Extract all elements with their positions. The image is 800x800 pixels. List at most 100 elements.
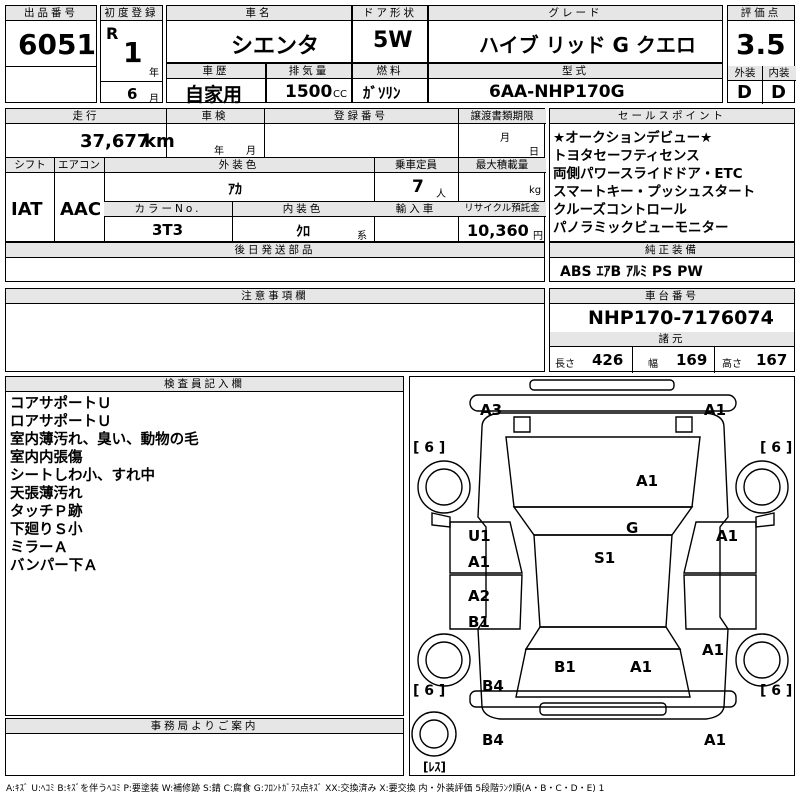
inspection-month-unit: 月: [246, 146, 256, 157]
first-reg-box: 初度登録 R 1 年 6 月: [100, 5, 163, 105]
fuel-label: 燃料: [353, 64, 427, 79]
sales-point: ★オークションデビュー★: [553, 130, 713, 146]
recycle-unit: 円: [533, 231, 543, 242]
first-reg-year-unit: 年: [149, 68, 159, 79]
model-label: 型式: [429, 64, 722, 79]
damage-mark: B4: [482, 731, 504, 749]
later-parts-label: 後日発送部品: [6, 243, 544, 258]
damage-mark: G: [626, 519, 639, 537]
damage-legend: A:ｷｽﾞ U:ﾍｺﾐ B:ｷｽﾞを伴うﾍｺﾐ P:要塗装 W:補修跡 S:錆 …: [6, 784, 605, 794]
transfer-label: 譲渡書類期限: [458, 109, 546, 124]
damage-mark: A1: [636, 472, 659, 490]
displacement-label: 排気量: [267, 64, 351, 79]
max-load-unit: kg: [529, 185, 542, 196]
shift-value: IAT: [11, 199, 43, 220]
int-color-label: 内装色: [232, 202, 374, 217]
inspector-line: コアサポートＵ: [10, 396, 112, 412]
displacement-box: 排気量 1500 CC: [266, 63, 352, 103]
int-color-value: ｸﾛ: [296, 224, 310, 240]
car-outline: [411, 379, 789, 757]
history-label: 車歴: [167, 64, 265, 79]
doors-value: 5W: [373, 28, 413, 53]
length-value: 426: [592, 351, 624, 369]
grade-value: ハイブ リッド G クエロ: [479, 33, 696, 57]
color-no-label: カラーNo.: [104, 202, 232, 217]
score-box: 評価点 3.5 外装 内装 D D: [727, 5, 796, 104]
aircon-label: エアコン: [54, 158, 104, 173]
inspector-label: 検査員記入欄: [6, 377, 403, 392]
exterior-grade: D: [737, 82, 752, 103]
damage-mark: A1: [704, 401, 727, 419]
inspector-line: タッチＰ跡: [10, 504, 83, 520]
sales-point: パノラミックビューモニター: [553, 220, 729, 236]
notes-box: 注意事項欄: [5, 288, 545, 372]
first-reg-era: R: [106, 24, 119, 43]
inspector-line: シートしわ小、すれ中: [10, 468, 155, 484]
damage-mark: A1: [716, 527, 739, 545]
mileage-value: 37,677: [80, 131, 150, 152]
grade-label: グレード: [429, 6, 722, 21]
tire-mark: [ 6 ]: [760, 683, 793, 699]
interior-label: 内装: [762, 66, 796, 81]
history-box: 車歴 自家用: [166, 63, 266, 106]
recycle-value: 10,360: [467, 221, 529, 240]
ext-color-label: 外装色: [104, 158, 374, 173]
doors-box: ドア形状 5W: [352, 5, 428, 63]
width-value: 169: [676, 351, 708, 369]
doors-label: ドア形状: [353, 6, 427, 21]
damage-mark: B1: [468, 613, 490, 631]
tire-mark: [ 6 ]: [413, 683, 446, 699]
color-no-value: 3T3: [152, 221, 184, 239]
transfer-month-unit: 月: [500, 133, 510, 144]
transfer-day-unit: 日: [529, 147, 539, 158]
max-load-label: 最大積載量: [458, 158, 546, 173]
displacement-unit: CC: [333, 89, 347, 100]
sales-point: クルーズコントロール: [553, 202, 687, 218]
inspector-line: ミラーＡ: [10, 540, 68, 556]
car-name: シエンタ: [231, 34, 320, 59]
vehicle-info-box: 走行 車検 登録番号 譲渡書類期限 37,677 km 年 月 月 日 シフト …: [5, 108, 546, 243]
inspection-year-unit: 年: [214, 146, 224, 157]
spare-tire-mark: [ﾚｽ]: [423, 760, 446, 774]
exterior-label: 外装: [728, 66, 762, 81]
length-label: 長さ: [555, 359, 575, 370]
height-label: 高さ: [722, 359, 742, 370]
damage-mark: U1: [468, 527, 491, 545]
car-name-box: 車名 シエンタ: [166, 5, 352, 63]
capacity-value: 7: [412, 177, 424, 197]
damage-mark: A1: [630, 658, 653, 676]
chassis-value: NHP170-7176074: [588, 307, 774, 329]
score-value: 3.5: [736, 28, 786, 61]
sales-points-label: セールスポイント: [550, 109, 794, 124]
damage-diagram: A3 A1 [ 6 ] [ 6 ] A1 G U1 A1 A1 S1 A2 B1…: [409, 376, 795, 776]
first-reg-label: 初度登録: [101, 6, 162, 21]
equipment-label: 純正装備: [550, 243, 794, 258]
notes-label: 注意事項欄: [6, 289, 544, 304]
inspector-line: 下廻りＳ小: [10, 522, 83, 538]
inspector-box: 検査員記入欄 コアサポートＵ ロアサポートＵ 室内薄汚れ、臭い、動物の毛 室内内…: [5, 376, 404, 716]
damage-mark: A3: [480, 401, 503, 419]
import-label: 輸入車: [374, 202, 458, 217]
first-reg-month-unit: 月: [149, 94, 159, 105]
aircon-value: AAC: [60, 199, 102, 220]
first-reg-year: 1: [123, 36, 143, 69]
width-label: 幅: [648, 359, 658, 370]
capacity-label: 乗車定員: [374, 158, 458, 173]
height-value: 167: [756, 351, 788, 369]
mileage-unit: km: [144, 131, 175, 152]
sales-point: スマートキー・プッシュスタート: [553, 184, 756, 200]
tire-mark: [ 6 ]: [760, 440, 793, 456]
equipment-value: ABS ｴｱB ｱﾙﾐ PS PW: [560, 264, 703, 280]
mileage-label: 走行: [6, 109, 166, 124]
damage-mark: A1: [468, 553, 491, 571]
later-parts-box: 後日発送部品: [5, 242, 545, 282]
sales-point: トヨタセーフティセンス: [553, 148, 700, 164]
chassis-box: 車台番号 NHP170-7176074 諸元 長さ 426 幅 169 高さ 1…: [549, 288, 795, 373]
inspector-line: 室内内張傷: [10, 450, 83, 466]
damage-mark: A1: [702, 641, 725, 659]
inspection-label: 車検: [166, 109, 264, 124]
damage-mark: B4: [482, 677, 504, 695]
car-name-label: 車名: [167, 6, 351, 21]
inspector-line: 天張薄汚れ: [10, 486, 83, 502]
chassis-label: 車台番号: [550, 289, 794, 304]
